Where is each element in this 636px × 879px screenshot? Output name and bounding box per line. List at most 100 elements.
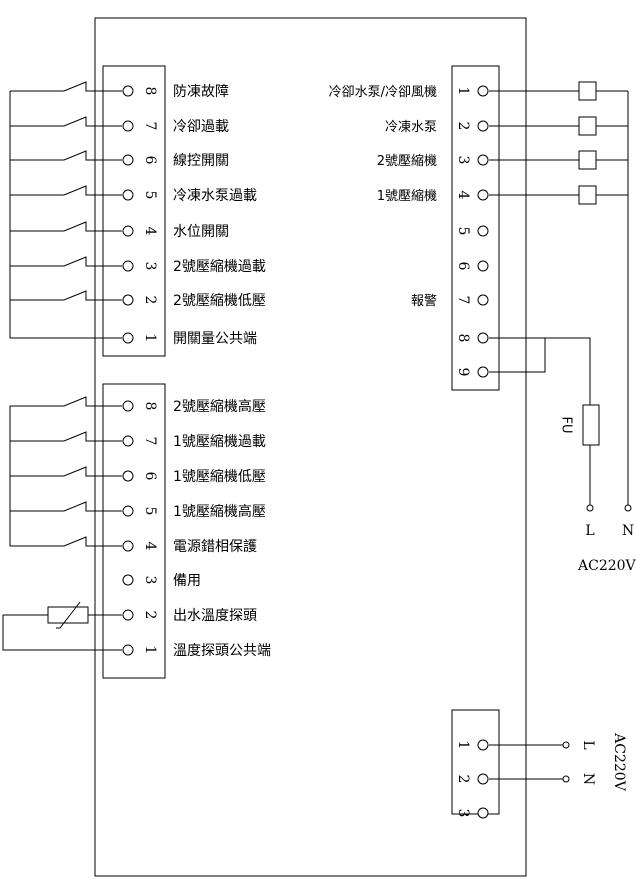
terminal-number: 2 [455, 775, 471, 784]
terminal-circle [477, 366, 489, 378]
input-block-a: 8 防凍故障 7 冷卻過載 6 線控開關 5 冷凍水泵過載 4 水位開關 3 2號壓縮機過載 2 2號壓縮… [122, 84, 266, 347]
terminal-number: 1 [455, 741, 471, 750]
terminal-circle [122, 470, 134, 482]
fuse-label: FU [559, 417, 574, 434]
terminal-number: 8 [142, 402, 158, 411]
terminal-circle [122, 540, 134, 552]
terminal-number: 4 [455, 191, 471, 200]
terminal-circle [477, 225, 489, 237]
terminal-number: 5 [142, 191, 158, 200]
voltage-label: AC220V [577, 558, 636, 574]
input-terminal-strip-b [102, 383, 166, 679]
terminal-label: 電源錯相保護 [173, 539, 257, 555]
terminal-circle [477, 294, 489, 306]
terminal-circle [477, 332, 489, 344]
terminal-label: 冷凍水泵 [385, 119, 437, 135]
terminal-number: 5 [142, 507, 158, 516]
terminal-label: 1號壓縮機過載 [173, 434, 266, 450]
output-block: 1 冷卻水泵/冷卻風機 2 冷凍水泵 3 2號壓縮機 4 1號壓縮機 5 6 7 報警 8 9 [329, 85, 489, 378]
terminal-circle [122, 189, 134, 201]
terminal-label: 水位開關 [173, 224, 229, 240]
terminal-label: 冷卻過載 [173, 119, 229, 135]
neutral-label: N [622, 523, 634, 539]
terminal-circle [122, 435, 134, 447]
terminal-label: 2號壓縮機低壓 [173, 293, 266, 309]
terminal-circle [477, 154, 489, 166]
terminal-number: 3 [142, 262, 158, 271]
output-terminal-strip [451, 65, 500, 391]
power-block: 1 2 3 [455, 739, 489, 819]
terminal-circle [122, 574, 134, 586]
terminal-number: 3 [455, 156, 471, 165]
terminal-number: 3 [455, 809, 471, 818]
terminal-number: 4 [142, 542, 158, 551]
terminal-number: 1 [455, 87, 471, 96]
terminal-label: 1號壓縮機低壓 [173, 469, 266, 485]
terminal-number: 9 [455, 368, 471, 377]
terminal-label: 報警 [411, 293, 437, 309]
terminal-circle [122, 120, 134, 132]
terminal-label: 1號壓縮機 [377, 188, 437, 204]
terminal-number: 1 [142, 646, 158, 655]
input-switch-wiring-a [9, 81, 122, 339]
temperature-probe [2, 601, 122, 651]
terminal-number: 6 [142, 472, 158, 481]
terminal-number: 3 [142, 576, 158, 585]
terminal-number: 1 [142, 334, 158, 343]
power-terminal-strip [451, 709, 500, 815]
input-terminal-strip-a [102, 65, 166, 357]
terminal-circle [122, 400, 134, 412]
terminal-circle [477, 739, 489, 751]
terminal-circle [122, 609, 134, 621]
terminal-circle [477, 260, 489, 272]
terminal-circle [477, 189, 489, 201]
terminal-number: 7 [142, 437, 158, 446]
terminal-number: 2 [455, 122, 471, 131]
terminal-label: 冷卻水泵/冷卻風機 [329, 85, 437, 100]
terminal-label: 冷凍水泵過載 [173, 188, 257, 204]
terminal-label: 出水溫度探頭 [173, 608, 257, 624]
terminal-circle [122, 294, 134, 306]
terminal-circle [122, 505, 134, 517]
terminal-number: 6 [455, 262, 471, 271]
terminal-circle [477, 85, 489, 97]
terminal-number: 6 [142, 156, 158, 165]
terminal-circle [122, 260, 134, 272]
terminal-number: 8 [455, 334, 471, 343]
input-switch-wiring-b [9, 396, 122, 547]
terminal-label: 線控開關 [173, 153, 229, 169]
output-load-wiring [489, 81, 632, 512]
power-live-label: L [580, 740, 596, 749]
controller-frame [94, 17, 527, 877]
terminal-circle [122, 85, 134, 97]
terminal-circle [477, 773, 489, 785]
terminal-number: 2 [142, 611, 158, 620]
terminal-label: 1號壓縮機高壓 [173, 503, 266, 520]
terminal-number: 4 [142, 227, 158, 236]
terminal-label: 防凍故障 [173, 84, 229, 100]
terminal-number: 2 [142, 296, 158, 305]
terminal-label: 溫度探頭公共端 [173, 643, 271, 659]
terminal-circle [122, 154, 134, 166]
power-neutral-label: N [580, 773, 596, 785]
terminal-circle [477, 120, 489, 132]
input-block-b: 8 2號壓縮機高壓 7 1號壓縮機過載 6 1號壓縮機低壓 5 1號壓縮機高壓 4 電源錯相保護 3… [122, 398, 271, 659]
terminal-label: 備用 [173, 573, 201, 589]
terminal-number: 7 [142, 122, 158, 131]
terminal-circle [477, 807, 489, 819]
terminal-number: 7 [455, 296, 471, 305]
terminal-number: 8 [142, 87, 158, 96]
power-input-wiring [489, 741, 570, 783]
live-label: L [585, 523, 594, 539]
terminal-circle [122, 332, 134, 344]
terminal-circle [122, 225, 134, 237]
terminal-label: 2號壓縮機 [377, 153, 437, 169]
fuse [582, 404, 600, 446]
terminal-circle [122, 644, 134, 656]
terminal-label: 2號壓縮機高壓 [173, 398, 266, 415]
terminal-number: 5 [455, 227, 471, 236]
terminal-label: 開關量公共端 [173, 331, 257, 347]
terminal-label: 2號壓縮機過載 [173, 259, 266, 275]
power-voltage-label: AC220V [611, 732, 627, 792]
